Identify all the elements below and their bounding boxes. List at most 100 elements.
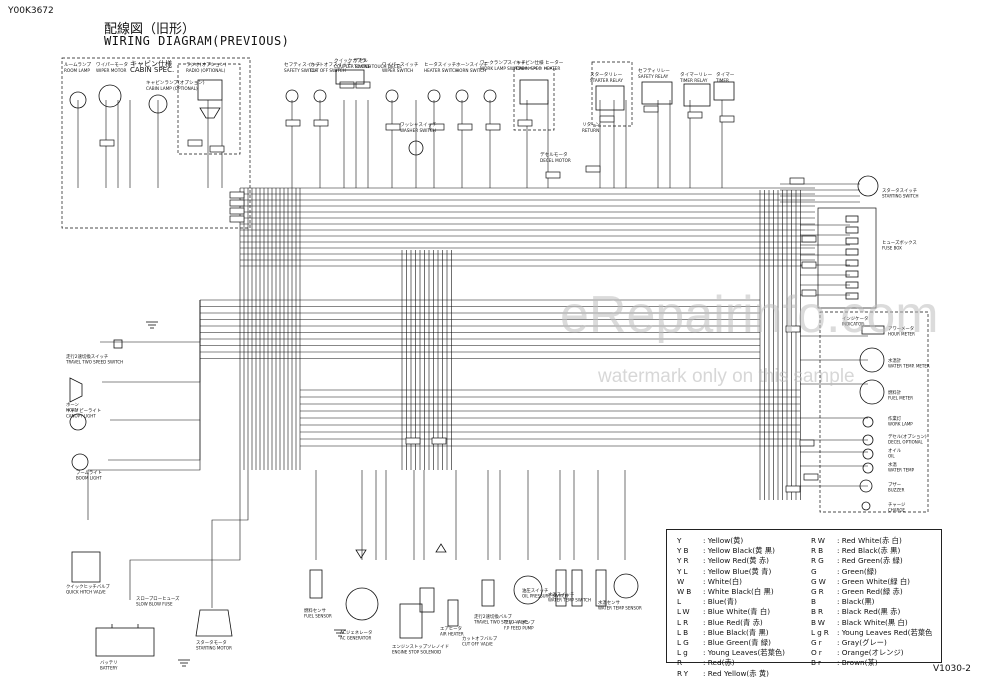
component-label-en: WASHER SWITCH xyxy=(400,128,436,133)
component-label-jp: セフティリレー xyxy=(638,68,670,74)
legend-code-right: GR xyxy=(811,587,826,597)
component-label-en: FUEL METER xyxy=(888,396,913,401)
wire xyxy=(211,470,249,608)
cabin-heater-dashed-box xyxy=(513,67,555,131)
engine-stop-solenoid-symbol xyxy=(399,603,423,639)
component-outlines xyxy=(61,57,929,513)
legend-desc-right: : Gray(グレー) xyxy=(837,638,887,648)
legend-desc-right xyxy=(837,669,935,679)
connector xyxy=(339,81,355,89)
indicator-lamp-symbol xyxy=(862,434,874,446)
component-label-jp: スタータスイッチ xyxy=(882,187,917,194)
component-label-jp: デセルモータ xyxy=(540,151,568,158)
component-label-en: SLOW BLOW FUSE xyxy=(136,602,173,607)
component-label-jp: ラジオ(オプション) xyxy=(186,62,226,68)
wire xyxy=(110,300,201,421)
legend-desc-right: : Brown(茶) xyxy=(837,658,878,668)
fuel-meter-symbol xyxy=(859,379,885,405)
water-temp-switch-symbol xyxy=(571,569,583,607)
legend-desc-right: : Black(黒) xyxy=(837,597,875,607)
washer-switch-symbol xyxy=(408,140,424,156)
starting-motor-symbol xyxy=(195,609,233,637)
legend-code-right: GW xyxy=(811,576,828,586)
legend-code-right: Or xyxy=(811,648,824,658)
component-label-jp: タイマーリレー xyxy=(680,71,713,78)
component-label-en: INDICATOR xyxy=(842,322,864,327)
legend-desc: : Yellow Blue(黄 青) xyxy=(703,566,772,576)
connector xyxy=(801,289,817,297)
component-label-jp: スローブローヒューズ xyxy=(136,595,180,602)
component-label-en: HORN SWITCH xyxy=(456,68,486,73)
connector xyxy=(187,139,203,147)
legend-code-right: Gr xyxy=(811,638,824,648)
connector xyxy=(209,145,225,153)
feed-pump-symbol xyxy=(513,575,543,605)
component-label-jp: ヒータスイッチ xyxy=(424,61,457,68)
component-label-jp: ルームランプ xyxy=(64,62,91,68)
component-label-en: WIPER MOTOR xyxy=(96,68,127,73)
legend-code: R xyxy=(677,658,685,668)
connector xyxy=(429,123,445,131)
legend-code-right: LgR xyxy=(811,627,831,637)
component-label-en: TIMER xyxy=(715,78,729,83)
radio-optional-dashed-box xyxy=(177,63,241,155)
component-label-en: AIR HEATER xyxy=(440,632,464,637)
component-label-jp: エアヒータ xyxy=(440,625,462,632)
connector xyxy=(431,437,447,445)
component-label-jp: デセル(オプション) xyxy=(888,433,927,440)
legend-code-right: RG xyxy=(811,556,826,566)
legend-desc: : Blue White(青 白) xyxy=(703,607,771,617)
connector xyxy=(485,123,501,131)
starting-switch-symbol xyxy=(857,175,879,197)
legend-row: Lg: Young Leaves(若葉色)Or: Orange(オレンジ) xyxy=(677,648,935,658)
legend-desc: : Young Leaves(若葉色) xyxy=(703,648,786,658)
component-label-jp: フィードポンプ xyxy=(504,619,535,626)
connector xyxy=(585,165,601,173)
component-label-jp: 走行2速切換スイッチ xyxy=(66,353,108,360)
legend-code: W xyxy=(677,576,687,586)
legend-row: YB: Yellow Black(黄 黒)RB: Red Black(赤 黒) xyxy=(677,546,935,556)
component-label-jp: 水温計 xyxy=(888,357,902,364)
room-lamp-symbol xyxy=(69,91,87,109)
quick-hitch-valve-symbol xyxy=(71,551,101,583)
component-label-en: WATER TEMP xyxy=(888,468,915,473)
component-label-en: FUSE BOX xyxy=(882,246,902,251)
component-label-jp: スタータリレー xyxy=(590,71,623,78)
connector xyxy=(545,171,561,179)
switch-symbol xyxy=(385,89,399,103)
diagram-title-jp: 配線図（旧形） xyxy=(104,22,196,37)
switch-symbol xyxy=(455,89,469,103)
connector xyxy=(785,485,801,493)
component-label-en: WATER TEMP SWITCH xyxy=(548,598,591,603)
connector xyxy=(801,235,817,243)
connector xyxy=(517,119,533,127)
component-label-en: SAFETY RELAY xyxy=(638,74,669,79)
component-label-en: BOOM LIGHT xyxy=(76,476,102,481)
component-label-en: TRAVEL TWO SPEED VALVE xyxy=(473,620,528,625)
fuse-symbol xyxy=(845,237,859,245)
legend-code-right: Br xyxy=(811,658,824,668)
oil-pressure-switch-symbol xyxy=(555,569,567,607)
component-label-en: ENGINE STOP SOLENOID xyxy=(392,650,441,655)
legend-code-right: B xyxy=(811,597,819,607)
radio-speaker-symbol xyxy=(199,107,221,119)
component-label-jp: セフティスイッチ xyxy=(284,62,321,68)
safety-relay-symbol xyxy=(641,81,673,105)
connector xyxy=(643,105,659,113)
legend-desc: : White(白) xyxy=(703,576,742,586)
connector xyxy=(785,325,801,333)
component-label-en: STARTER RELAY xyxy=(590,78,623,83)
air-heater-symbol xyxy=(447,599,459,627)
buzzer-symbol xyxy=(859,479,873,493)
component-label-en: F.P FEED PUMP xyxy=(504,626,534,631)
legend-code: WB xyxy=(677,587,694,597)
component-label-en: DECEL OPTIONAL xyxy=(888,440,923,445)
component-label-en: AC GENERATOR xyxy=(340,636,372,641)
starter-relay-box xyxy=(591,61,633,127)
component-label-en: BUZZER xyxy=(888,488,905,493)
connector xyxy=(229,207,245,215)
legend-code-right xyxy=(811,669,837,679)
wire xyxy=(129,470,241,600)
travel-speed-switch-symbol xyxy=(113,339,123,349)
canopy-light-symbol xyxy=(69,413,87,431)
